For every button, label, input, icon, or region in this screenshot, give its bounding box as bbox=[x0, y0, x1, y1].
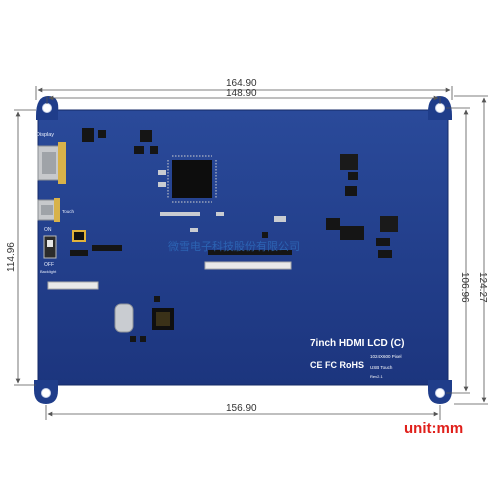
pcb-board bbox=[34, 96, 452, 404]
touch-ic bbox=[152, 308, 174, 330]
dim-right-outer: 124.27 bbox=[477, 272, 488, 303]
dim-left: 114.96 bbox=[6, 242, 17, 272]
dim-top-inner: 148.90 bbox=[226, 88, 257, 99]
watermark-text: 微雪电子科技股份有限公司 bbox=[168, 239, 300, 253]
components bbox=[47, 128, 398, 342]
label-on: ON bbox=[44, 227, 52, 233]
label-touch: Touch bbox=[62, 209, 75, 214]
dim-bottom: 156.90 bbox=[226, 403, 257, 414]
crystal bbox=[114, 303, 134, 333]
dim-right-inner: 106.96 bbox=[459, 272, 470, 303]
inductor-1 bbox=[340, 154, 358, 170]
left-connectors bbox=[37, 142, 66, 259]
power-ic bbox=[340, 226, 364, 240]
fpc-connector-left bbox=[47, 281, 99, 290]
board-resolution: 1024X600 Pixel bbox=[370, 354, 402, 359]
label-backlight: Backlight bbox=[40, 269, 57, 274]
cert-marks: CE FC RoHS bbox=[310, 360, 364, 370]
hdmi-gold-pads bbox=[58, 142, 66, 184]
mount-hole-bl bbox=[41, 388, 51, 398]
unit-label: unit:mm bbox=[404, 420, 464, 437]
inductor-2 bbox=[380, 216, 398, 232]
mount-hole-tr bbox=[435, 103, 445, 113]
board-title: 7inch HDMI LCD (C) bbox=[310, 338, 404, 349]
dim-top-outer: 164.90 bbox=[226, 78, 257, 89]
board-touch: USB Touch bbox=[370, 365, 393, 370]
main-ic bbox=[172, 160, 212, 198]
label-display: Display bbox=[36, 132, 54, 138]
board-revision: Rev2.1 bbox=[370, 374, 383, 379]
fpc-connector-center bbox=[204, 261, 292, 270]
label-off: OFF bbox=[44, 262, 54, 268]
dimension-lines bbox=[14, 86, 488, 420]
mount-hole-br bbox=[435, 388, 445, 398]
mount-hole-tl bbox=[42, 103, 52, 113]
